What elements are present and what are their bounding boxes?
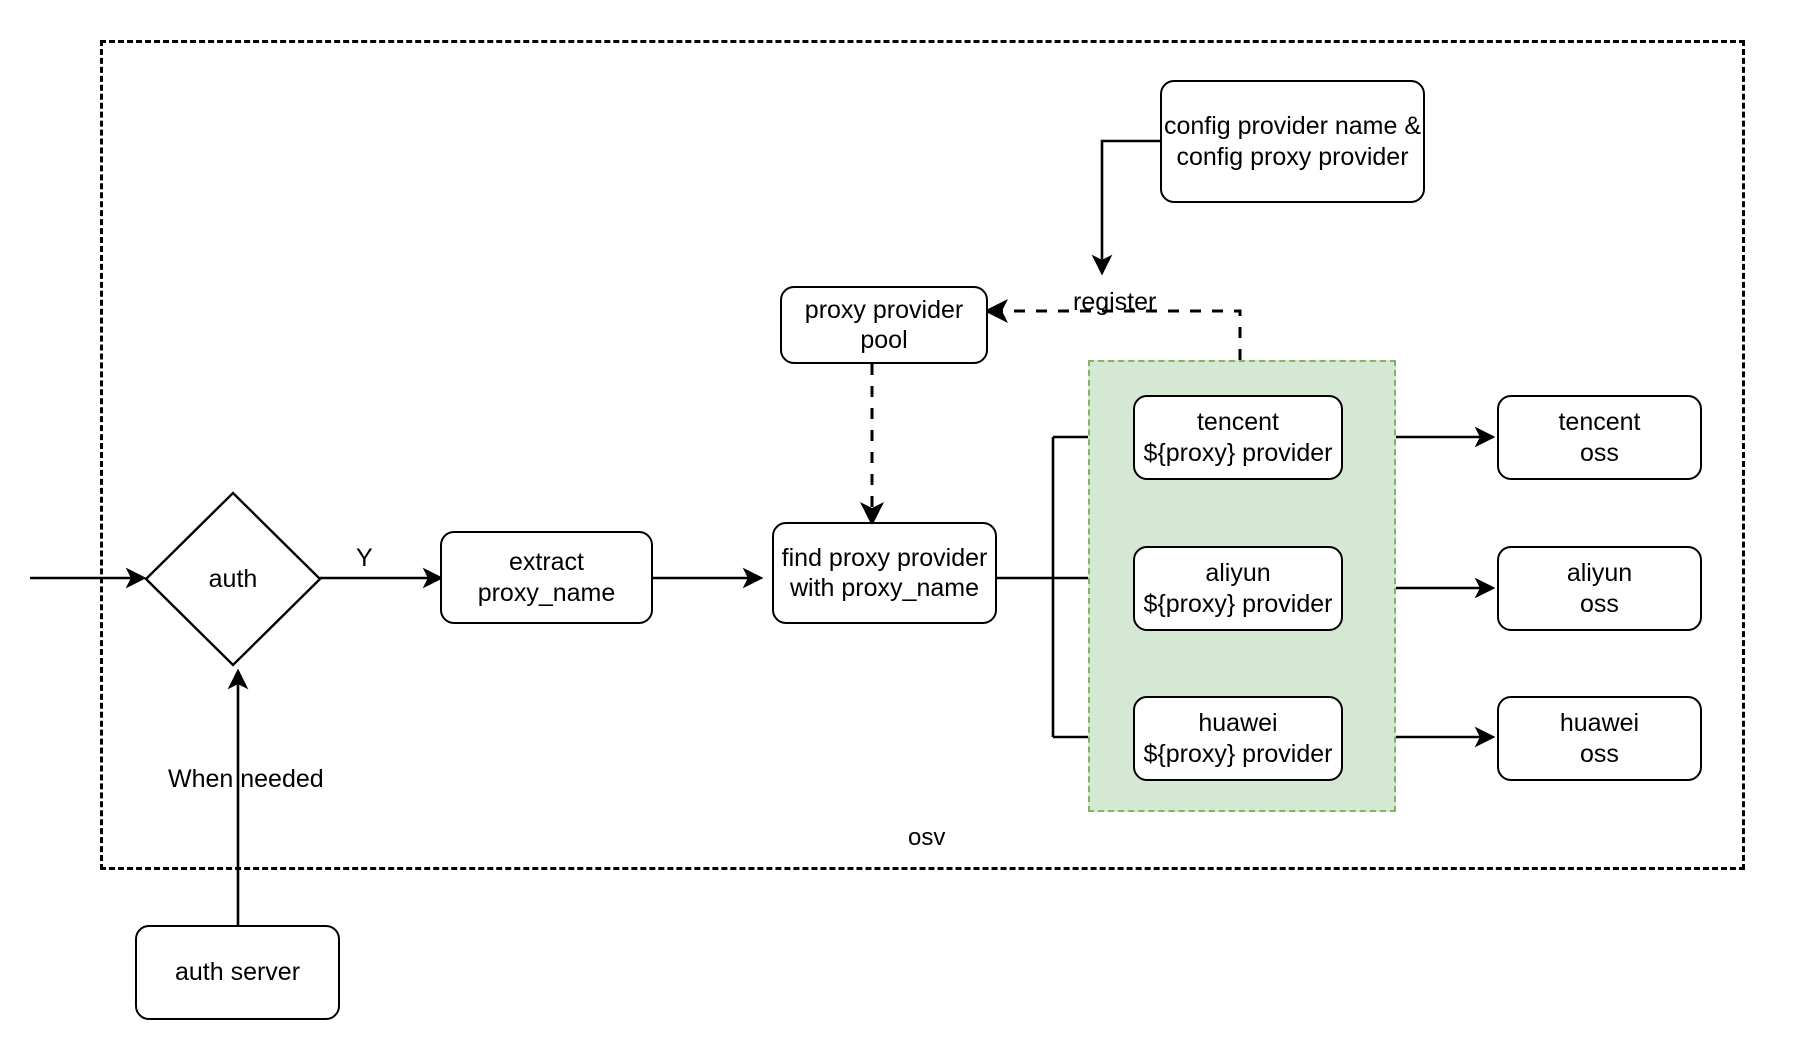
aliyun-proxy-provider-node[interactable]: aliyun ${proxy} provider	[1133, 546, 1343, 631]
edge-register-to-pool-dashed	[984, 299, 1242, 360]
edge-label-auth-yes: Y	[356, 544, 373, 572]
aliyun-oss-node[interactable]: aliyun oss	[1497, 546, 1702, 631]
find-proxy-provider-node[interactable]: find proxy provider with proxy_name	[772, 522, 997, 624]
edge-label-when-needed: When needed	[168, 765, 324, 793]
huawei-proxy-provider-node[interactable]: huawei ${proxy} provider	[1133, 696, 1343, 781]
tencent-oss-node[interactable]: tencent oss	[1497, 395, 1702, 480]
auth-decision-label: auth	[208, 564, 258, 593]
osv-boundary-label: osv	[908, 824, 946, 851]
auth-server-node[interactable]: auth server	[135, 925, 340, 1020]
auth-decision-node[interactable]: auth	[143, 490, 323, 668]
proxy-provider-pool-node[interactable]: proxy provider pool	[780, 286, 988, 364]
osv-system-boundary	[100, 40, 1745, 870]
huawei-oss-node[interactable]: huawei oss	[1497, 696, 1702, 781]
tencent-proxy-provider-node[interactable]: tencent ${proxy} provider	[1133, 395, 1343, 480]
config-provider-node[interactable]: config provider name & config proxy prov…	[1160, 80, 1425, 203]
extract-proxy-name-node[interactable]: extract proxy_name	[440, 531, 653, 624]
edge-label-register: register	[1073, 288, 1157, 316]
diamond-shape-icon	[144, 491, 322, 667]
edge-config-down	[1091, 139, 1160, 276]
